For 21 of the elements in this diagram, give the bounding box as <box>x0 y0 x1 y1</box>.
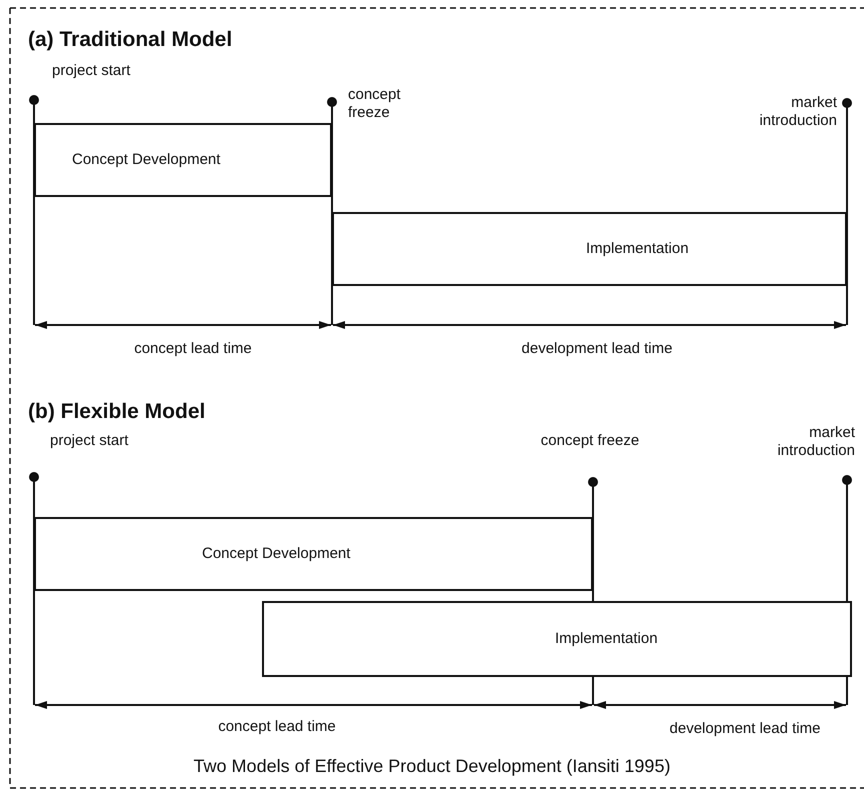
milestone-label: project start <box>50 432 130 450</box>
phase-bar <box>262 601 852 677</box>
milestone-label: concept freeze <box>540 432 640 450</box>
phase-label: Concept Development <box>72 151 220 168</box>
phase-label: Concept Development <box>202 545 350 562</box>
section-heading: (a) Traditional Model <box>28 28 234 52</box>
milestone-label: concept freeze <box>348 86 402 122</box>
lead-time-label: development lead time <box>668 720 822 738</box>
phase-bar <box>34 123 332 197</box>
milestone-label: market introduction <box>758 94 837 130</box>
lead-time-label: concept lead time <box>217 718 337 736</box>
section-heading: (b) Flexible Model <box>28 400 206 424</box>
milestone-label: project start <box>52 62 132 80</box>
milestone-label: market introduction <box>776 424 855 460</box>
phase-label: Implementation <box>555 630 658 647</box>
lead-time-label: concept lead time <box>133 340 253 358</box>
phase-bar <box>34 517 593 591</box>
phase-label: Implementation <box>586 240 689 257</box>
caption: Two Models of Effective Product Development (Iansiti 1995) <box>192 756 672 777</box>
phase-bar <box>332 212 847 286</box>
lead-time-label: development lead time <box>520 340 674 358</box>
